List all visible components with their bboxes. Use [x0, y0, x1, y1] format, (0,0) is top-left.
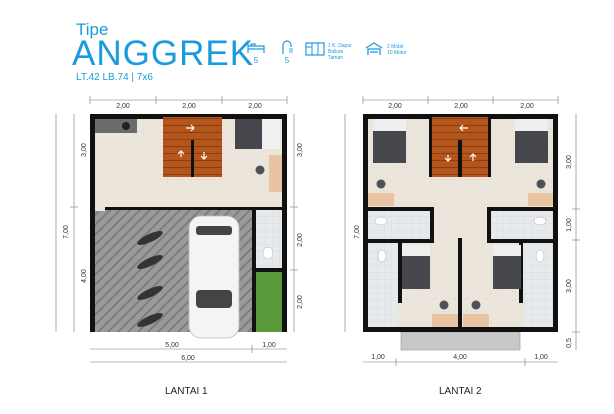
dim-right-3: 3,00	[566, 279, 573, 293]
bedroom-count: 5	[253, 56, 259, 65]
feature-motorcycles: 10 Motor	[387, 50, 407, 56]
dim-top-3: 2,00	[248, 103, 262, 110]
stair-arrows	[177, 124, 208, 160]
feature-garden: Taman	[328, 55, 344, 61]
cabinet-icon	[305, 42, 325, 56]
feature-balcony: Balkon	[328, 49, 344, 55]
dim-bottom-1: 1,00	[371, 354, 385, 361]
beds	[373, 119, 548, 289]
desks	[368, 193, 553, 327]
dim-top-3: 2,00	[520, 103, 534, 110]
garage-icon	[365, 42, 383, 55]
desk	[269, 155, 282, 192]
dim-bottom-3: 1,00	[534, 354, 548, 361]
motorcycles	[137, 231, 163, 327]
dim-bottom-2: 1,00	[262, 342, 276, 349]
dimension-lines	[344, 96, 580, 366]
plan-label-lantai-2: LANTAI 2	[439, 386, 482, 397]
type-label: Tipe	[76, 20, 109, 39]
car	[188, 215, 240, 339]
stove-icon	[122, 122, 130, 130]
dim-top-2: 2,00	[182, 103, 196, 110]
dim-left-1: 3,00	[81, 143, 88, 157]
kitchen-counter	[95, 119, 137, 133]
stair-arrows	[444, 124, 477, 162]
dim-bottom-1: 5,00	[165, 342, 179, 349]
chairs	[376, 179, 546, 310]
feature-rooms: 1 K. Dapur Balkon Taman	[328, 43, 352, 61]
dimension-lines	[55, 96, 298, 363]
bed-icon	[247, 42, 265, 53]
dim-right-2: 1,00	[566, 218, 573, 232]
feature-bathrooms: 5	[280, 40, 294, 65]
type-specs: LT.42 LB.74 | 7x6	[76, 72, 153, 83]
feature-cars: 2 Mobil	[387, 44, 404, 50]
dim-right-1: 3,00	[566, 155, 573, 169]
dim-right-2: 2,00	[297, 233, 304, 247]
dim-right-1: 3,00	[297, 143, 304, 157]
shower-icon	[282, 40, 293, 54]
bathroom-left	[368, 211, 430, 239]
plan-lantai-1: 2,00 2,00 2,00 7,00 3,00 4,00 3,00 2,00 …	[55, 96, 304, 363]
bathroom-right	[492, 211, 553, 239]
dim-top-2: 2,00	[454, 103, 468, 110]
dim-left-2: 4,00	[81, 269, 88, 283]
dim-right-3: 2,00	[297, 295, 304, 309]
dim-right-4: 0,5	[566, 338, 573, 348]
bathroom-count: 5	[284, 56, 290, 65]
toilet	[262, 246, 274, 260]
garden	[256, 272, 282, 332]
balcony	[400, 331, 521, 351]
dim-bottom-total: 6,00	[181, 355, 195, 362]
toilets	[374, 216, 547, 263]
dim-bottom-2: 4,00	[453, 354, 467, 361]
bathroom	[256, 210, 282, 268]
type-name: ANGGREK	[72, 34, 255, 73]
dim-top-1: 2,00	[116, 103, 130, 110]
plan-lantai-2: 2,00 2,00 2,00 7,00 3,00 1,00 3,00 0,5 1…	[344, 96, 580, 366]
feature-bedrooms: 5	[246, 40, 266, 65]
chair	[255, 165, 265, 175]
dim-left-total: 7,00	[63, 225, 70, 239]
dim-top-1: 2,00	[388, 103, 402, 110]
dim-left-total: 7,00	[354, 225, 361, 239]
plan-label-lantai-1: LANTAI 1	[165, 386, 208, 397]
feature-parking: 2 Mobil 10 Motor	[387, 44, 407, 56]
feature-kitchen: 1 K. Dapur	[328, 43, 352, 49]
